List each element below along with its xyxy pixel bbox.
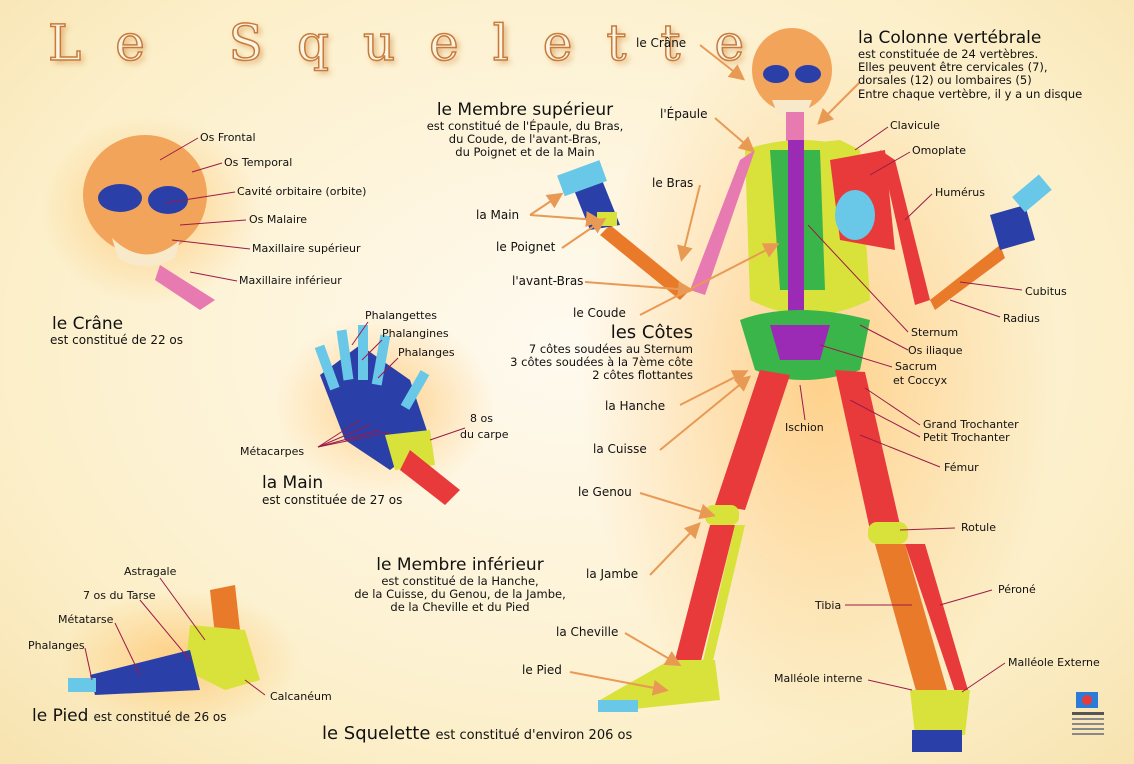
hand-heading: la Main — [262, 473, 324, 493]
cotes-heading: les Côtes — [610, 322, 693, 343]
label-tibia: Tibia — [815, 599, 842, 612]
label-os-malaire: Os Malaire — [249, 213, 308, 226]
label-pied: le Pied — [522, 663, 562, 677]
membre-superieur-line: est constitué de l'Épaule, du Bras, — [426, 119, 624, 133]
label-ischion: Ischion — [785, 421, 824, 434]
skull-leaders — [159, 137, 251, 282]
skull-detail — [40, 115, 260, 310]
label-calcaneum: Calcanéum — [270, 690, 332, 703]
membre-superieur-line: du Poignet et de la Main — [455, 145, 595, 160]
label-cavite-orbitaire: Cavité orbitaire (orbite) — [237, 185, 367, 198]
foot-detail — [60, 585, 300, 730]
colonne-line: dorsales (12) ou lombaires (5) — [858, 73, 1032, 88]
label-metacarpes: Métacarpes — [240, 445, 305, 458]
hand-desc: est constituée de 27 os — [262, 493, 403, 507]
label-rotule: Rotule — [961, 521, 996, 534]
foot-desc: est constitué de 26 os — [93, 710, 227, 724]
label-os-frontal: Os Frontal — [200, 131, 256, 144]
membre-superieur-heading: le Membre supérieur — [436, 100, 614, 120]
membre-inferieur-block: le Membre inférieur est constitué de la … — [345, 555, 575, 615]
label-phalanges-hand: Phalanges — [398, 346, 455, 359]
label-maxillaire-inf: Maxillaire inférieur — [239, 274, 342, 287]
label-avant-bras: l'avant-Bras — [512, 274, 584, 288]
label-du-carpe: du carpe — [460, 428, 509, 441]
label-grand-trochanter: Grand Trochanter — [923, 418, 1019, 431]
label-sacrum: Sacrum — [895, 360, 937, 373]
label-coccyx: et Coccyx — [893, 374, 948, 387]
foot-caption: le Pied est constitué de 26 os — [32, 706, 227, 726]
label-malleole-externe: Malléole Externe — [1008, 656, 1100, 669]
skull-heading: le Crâne — [52, 314, 124, 334]
label-maxillaire-sup: Maxillaire supérieur — [252, 242, 361, 255]
page-title: Le Squelette — [47, 13, 779, 73]
cotes-line: 3 côtes soudées à la 7ème côte — [510, 355, 693, 370]
colonne-line: Entre chaque vertèbre, il y a un disque — [858, 86, 1083, 101]
label-petit-trochanter: Petit Trochanter — [923, 431, 1010, 444]
footer-caption: le Squelette est constitué d'environ 206… — [322, 723, 632, 744]
label-jambe: la Jambe — [586, 567, 639, 581]
label-tarse: 7 os du Tarse — [83, 589, 156, 602]
membre-superieur-line: du Coude, de l'avant-Bras, — [448, 132, 602, 147]
label-phalangettes: Phalangettes — [365, 309, 437, 322]
cotes-block: les Côtes 7 côtes soudées au Sternum 3 c… — [500, 322, 693, 383]
membre-superieur-block: le Membre supérieur est constitué de l'É… — [420, 100, 630, 160]
footer-heading: le Squelette — [322, 723, 431, 744]
label-8-os: 8 os — [470, 412, 493, 425]
colonne-block: la Colonne vertébrale est constituée de … — [858, 28, 1082, 101]
label-genou: le Genou — [578, 485, 632, 499]
label-coude: le Coude — [573, 306, 626, 320]
footer-desc: est constitué d'environ 206 os — [435, 728, 633, 743]
cotes-line: 2 côtes flottantes — [592, 368, 693, 383]
label-astragale: Astragale — [124, 565, 177, 578]
hand-leaders — [317, 321, 466, 448]
label-phalangines: Phalangines — [382, 327, 449, 340]
label-metatarse: Métatarse — [58, 613, 114, 626]
label-crane: le Crâne — [636, 36, 687, 50]
membre-inferieur-line: de la Cuisse, du Genou, de la Jambe, — [354, 587, 566, 602]
colonne-line: est constituée de 24 vertèbres. — [858, 47, 1039, 61]
foot-heading: le Pied — [32, 706, 89, 726]
label-radius: Radius — [1003, 312, 1040, 325]
label-bras: le Bras — [652, 176, 694, 190]
publisher-logo — [1072, 692, 1104, 735]
label-clavicule: Clavicule — [890, 119, 940, 132]
label-phalanges-foot: Phalanges — [28, 639, 85, 652]
label-cheville: la Cheville — [556, 625, 619, 639]
label-humerus: Humérus — [935, 186, 985, 199]
label-malleole-interne: Malléole interne — [774, 672, 863, 685]
left-arrows — [529, 44, 861, 696]
label-omoplate: Omoplate — [912, 144, 966, 157]
main-skeleton — [557, 20, 1060, 752]
colonne-line: Elles peuvent être cervicales (7), — [858, 60, 1048, 75]
label-hanche: la Hanche — [605, 399, 666, 413]
label-main: la Main — [476, 208, 520, 222]
label-perone: Péroné — [998, 583, 1036, 596]
membre-inferieur-heading: le Membre inférieur — [376, 555, 544, 575]
foot-leaders — [84, 577, 266, 696]
right-leaders — [799, 126, 1023, 693]
label-femur: Fémur — [944, 461, 979, 474]
label-sternum: Sternum — [911, 326, 959, 339]
label-epaule: l'Épaule — [660, 107, 708, 121]
cotes-line: 7 côtes soudées au Sternum — [528, 342, 693, 356]
label-os-temporal: Os Temporal — [224, 156, 293, 169]
label-os-iliaque: Os iliaque — [908, 344, 963, 357]
colonne-heading: la Colonne vertébrale — [858, 28, 1042, 48]
label-poignet: le Poignet — [496, 240, 556, 254]
skull-desc: est constitué de 22 os — [50, 333, 183, 347]
membre-inferieur-line: est constitué de la Hanche, — [381, 574, 539, 588]
membre-inferieur-line: de la Cheville et du Pied — [390, 600, 530, 615]
label-cubitus: Cubitus — [1025, 285, 1067, 298]
label-cuisse: la Cuisse — [593, 442, 647, 456]
